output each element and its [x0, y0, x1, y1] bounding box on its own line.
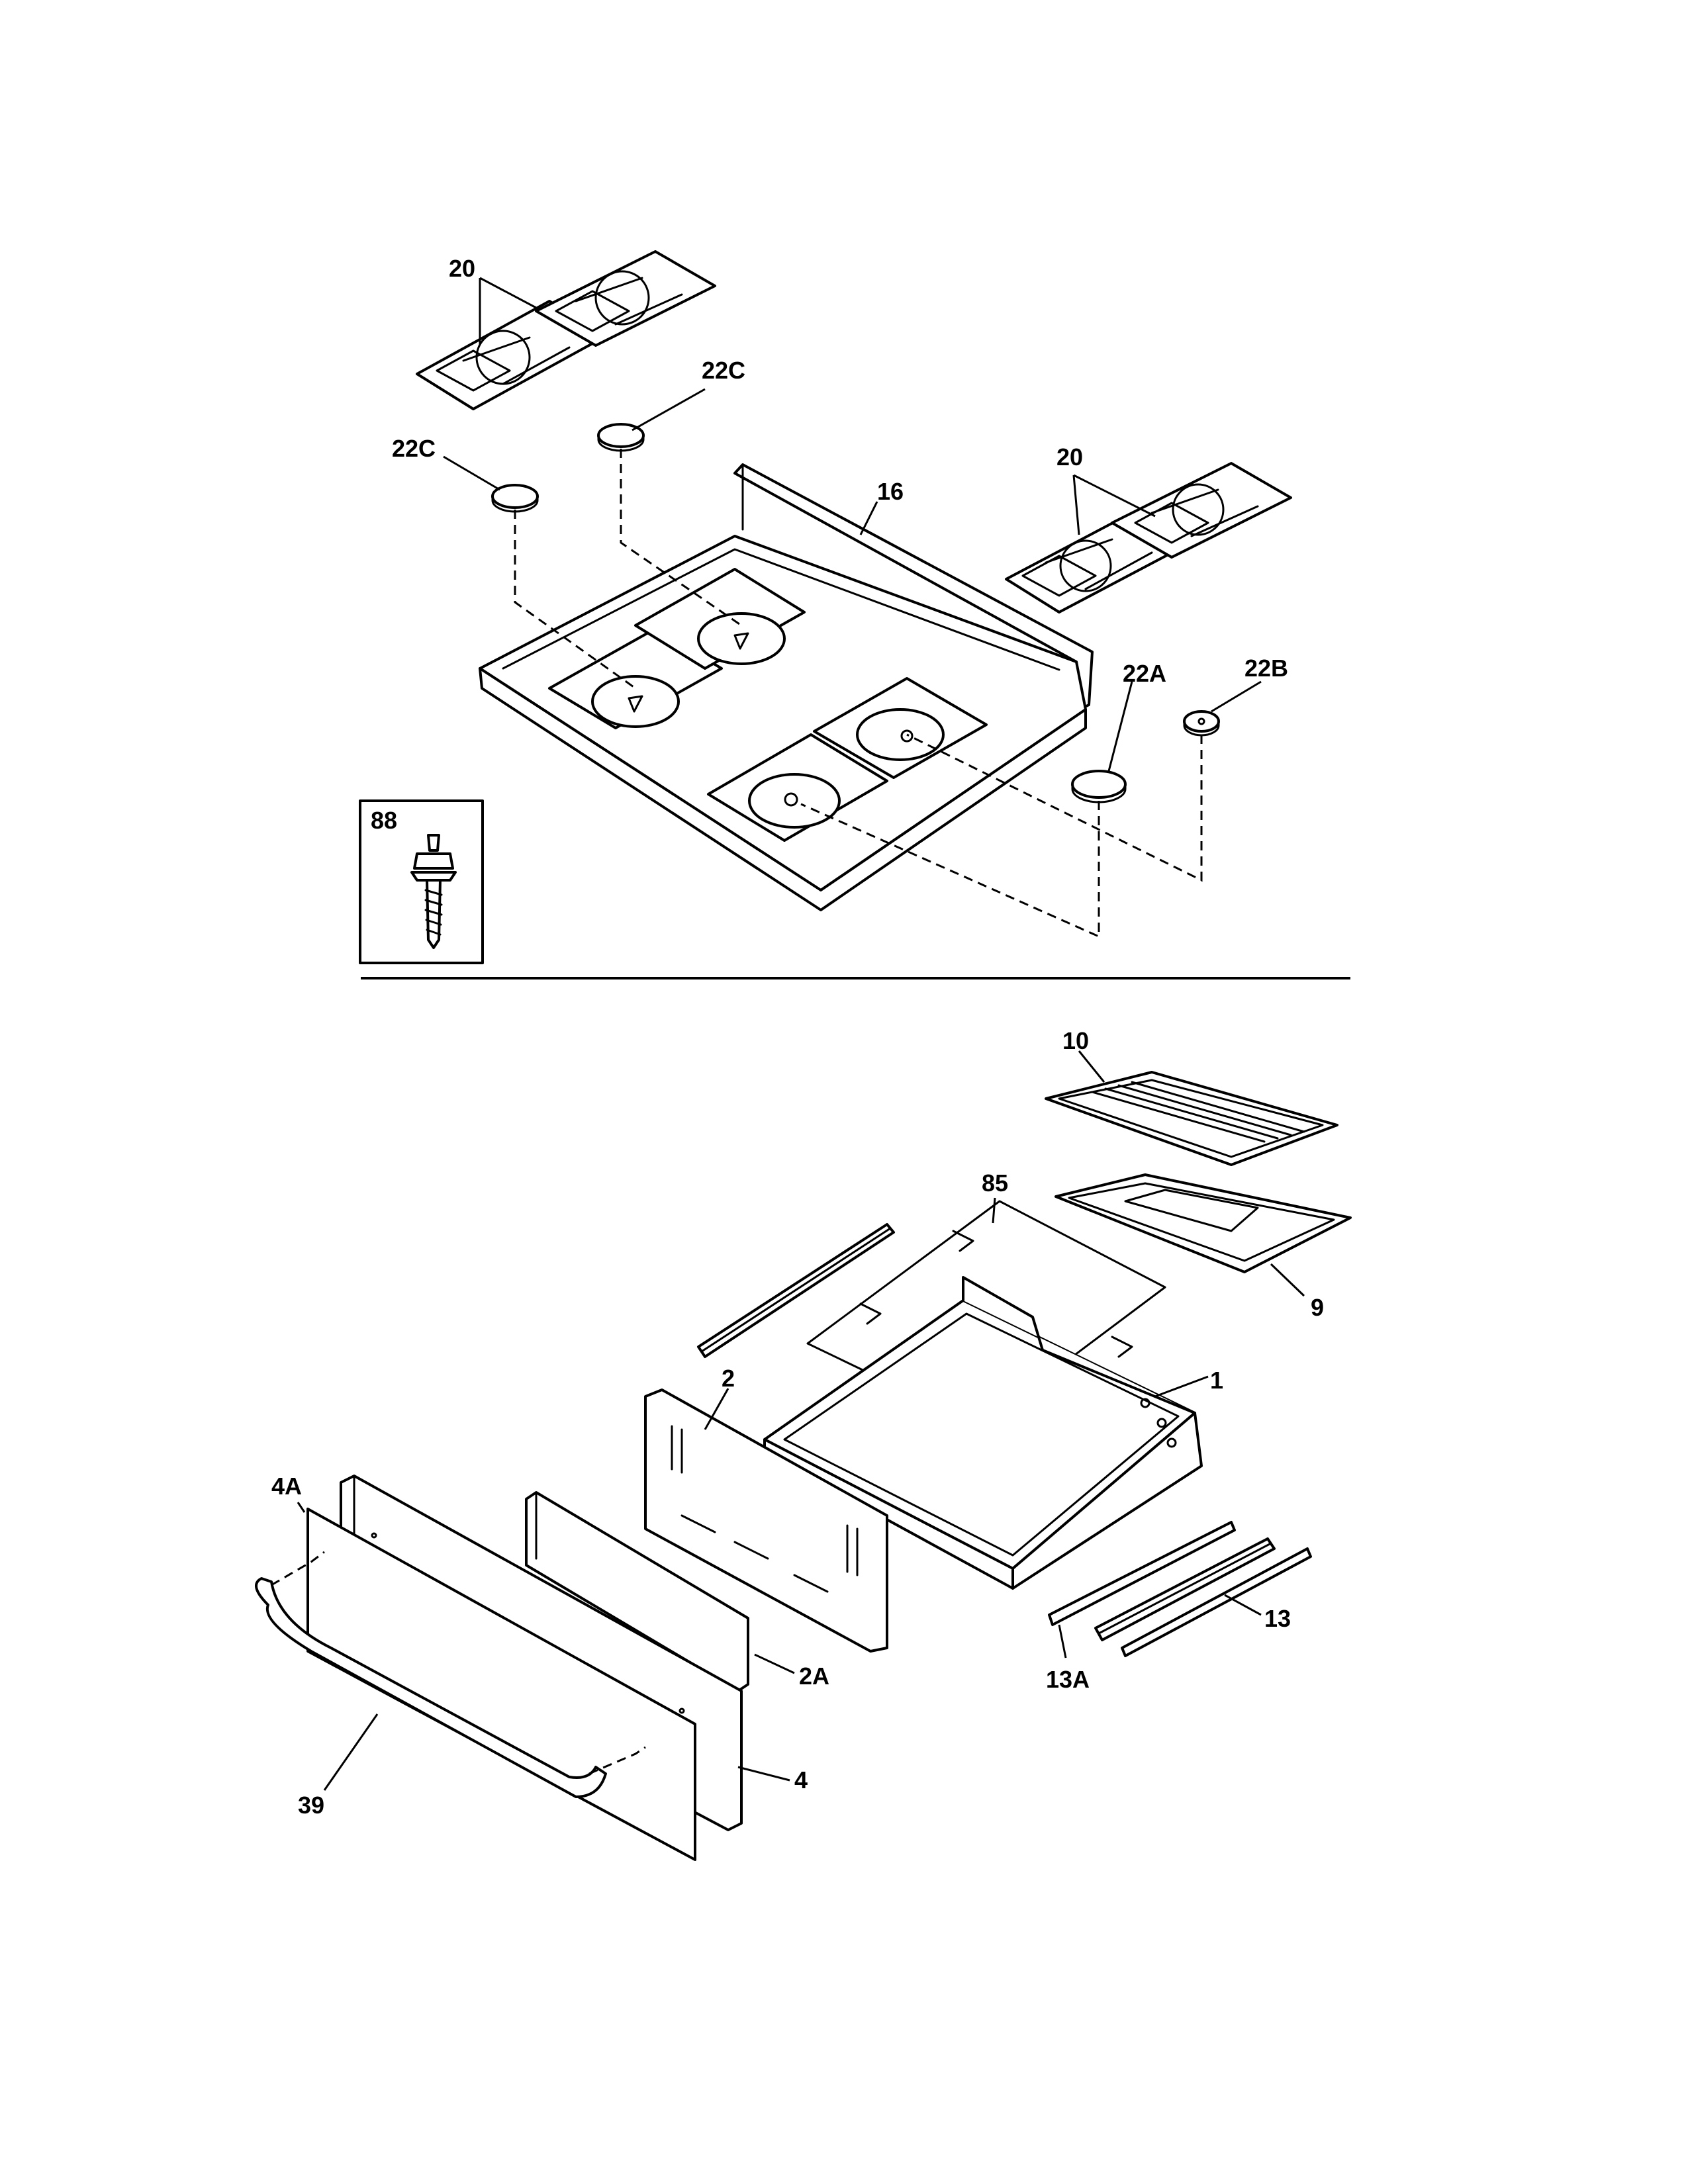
burner-cap-22a: [1071, 770, 1127, 803]
callout-cap-22c-left: 22C: [392, 435, 436, 462]
callout-drawer-liner: 2A: [799, 1662, 829, 1690]
callout-broiler-grid: 10: [1062, 1027, 1089, 1054]
drawer-liner-panel: [525, 1491, 749, 1692]
callout-broiler-rack: 85: [982, 1169, 1008, 1197]
broiler-grid: [1045, 1071, 1338, 1166]
callout-cap-22b: 22B: [1244, 655, 1288, 682]
screw-inset-box: [359, 799, 484, 964]
burner-cap-22b: [1183, 710, 1220, 737]
slide-rail-13a: [1048, 1521, 1276, 1641]
callout-handle: 39: [298, 1792, 324, 1819]
callout-screw: 88: [371, 807, 397, 834]
callout-drawer-body: 1: [1210, 1367, 1223, 1394]
broiler-drawer-body: [763, 1276, 1203, 1590]
slide-rail-13: [1121, 1547, 1312, 1657]
screw-icon: [410, 834, 457, 949]
drawer-handle: [255, 1577, 607, 1798]
callout-cooktop: 16: [877, 478, 904, 505]
callout-cap-22c-right: 22C: [702, 357, 745, 384]
alignment-lines: [514, 449, 1203, 938]
callout-drawer-panel: 4: [794, 1766, 808, 1794]
callout-slide-rail-a: 13A: [1046, 1666, 1090, 1693]
leader-lines: [297, 277, 1305, 1791]
callout-broiler-pan: 9: [1311, 1294, 1324, 1321]
callout-cap-22a: 22A: [1123, 660, 1166, 687]
broiler-pan: [1055, 1173, 1352, 1273]
burner-grate-left: [416, 250, 716, 410]
callout-grate-left: 20: [449, 255, 475, 282]
callout-drawer-panel-outer: 4A: [271, 1473, 302, 1500]
drawer-back-panel: [644, 1388, 888, 1653]
callout-grate-right: 20: [1056, 443, 1083, 471]
handle-alignment-lines: [271, 1551, 646, 1775]
slide-rail-upper: [697, 1223, 895, 1358]
callout-drawer-back: 2: [722, 1365, 735, 1392]
burner-grate-right: [1005, 462, 1292, 614]
callout-slide-rail: 13: [1264, 1605, 1291, 1632]
cooktop-main-top: [479, 463, 1094, 911]
